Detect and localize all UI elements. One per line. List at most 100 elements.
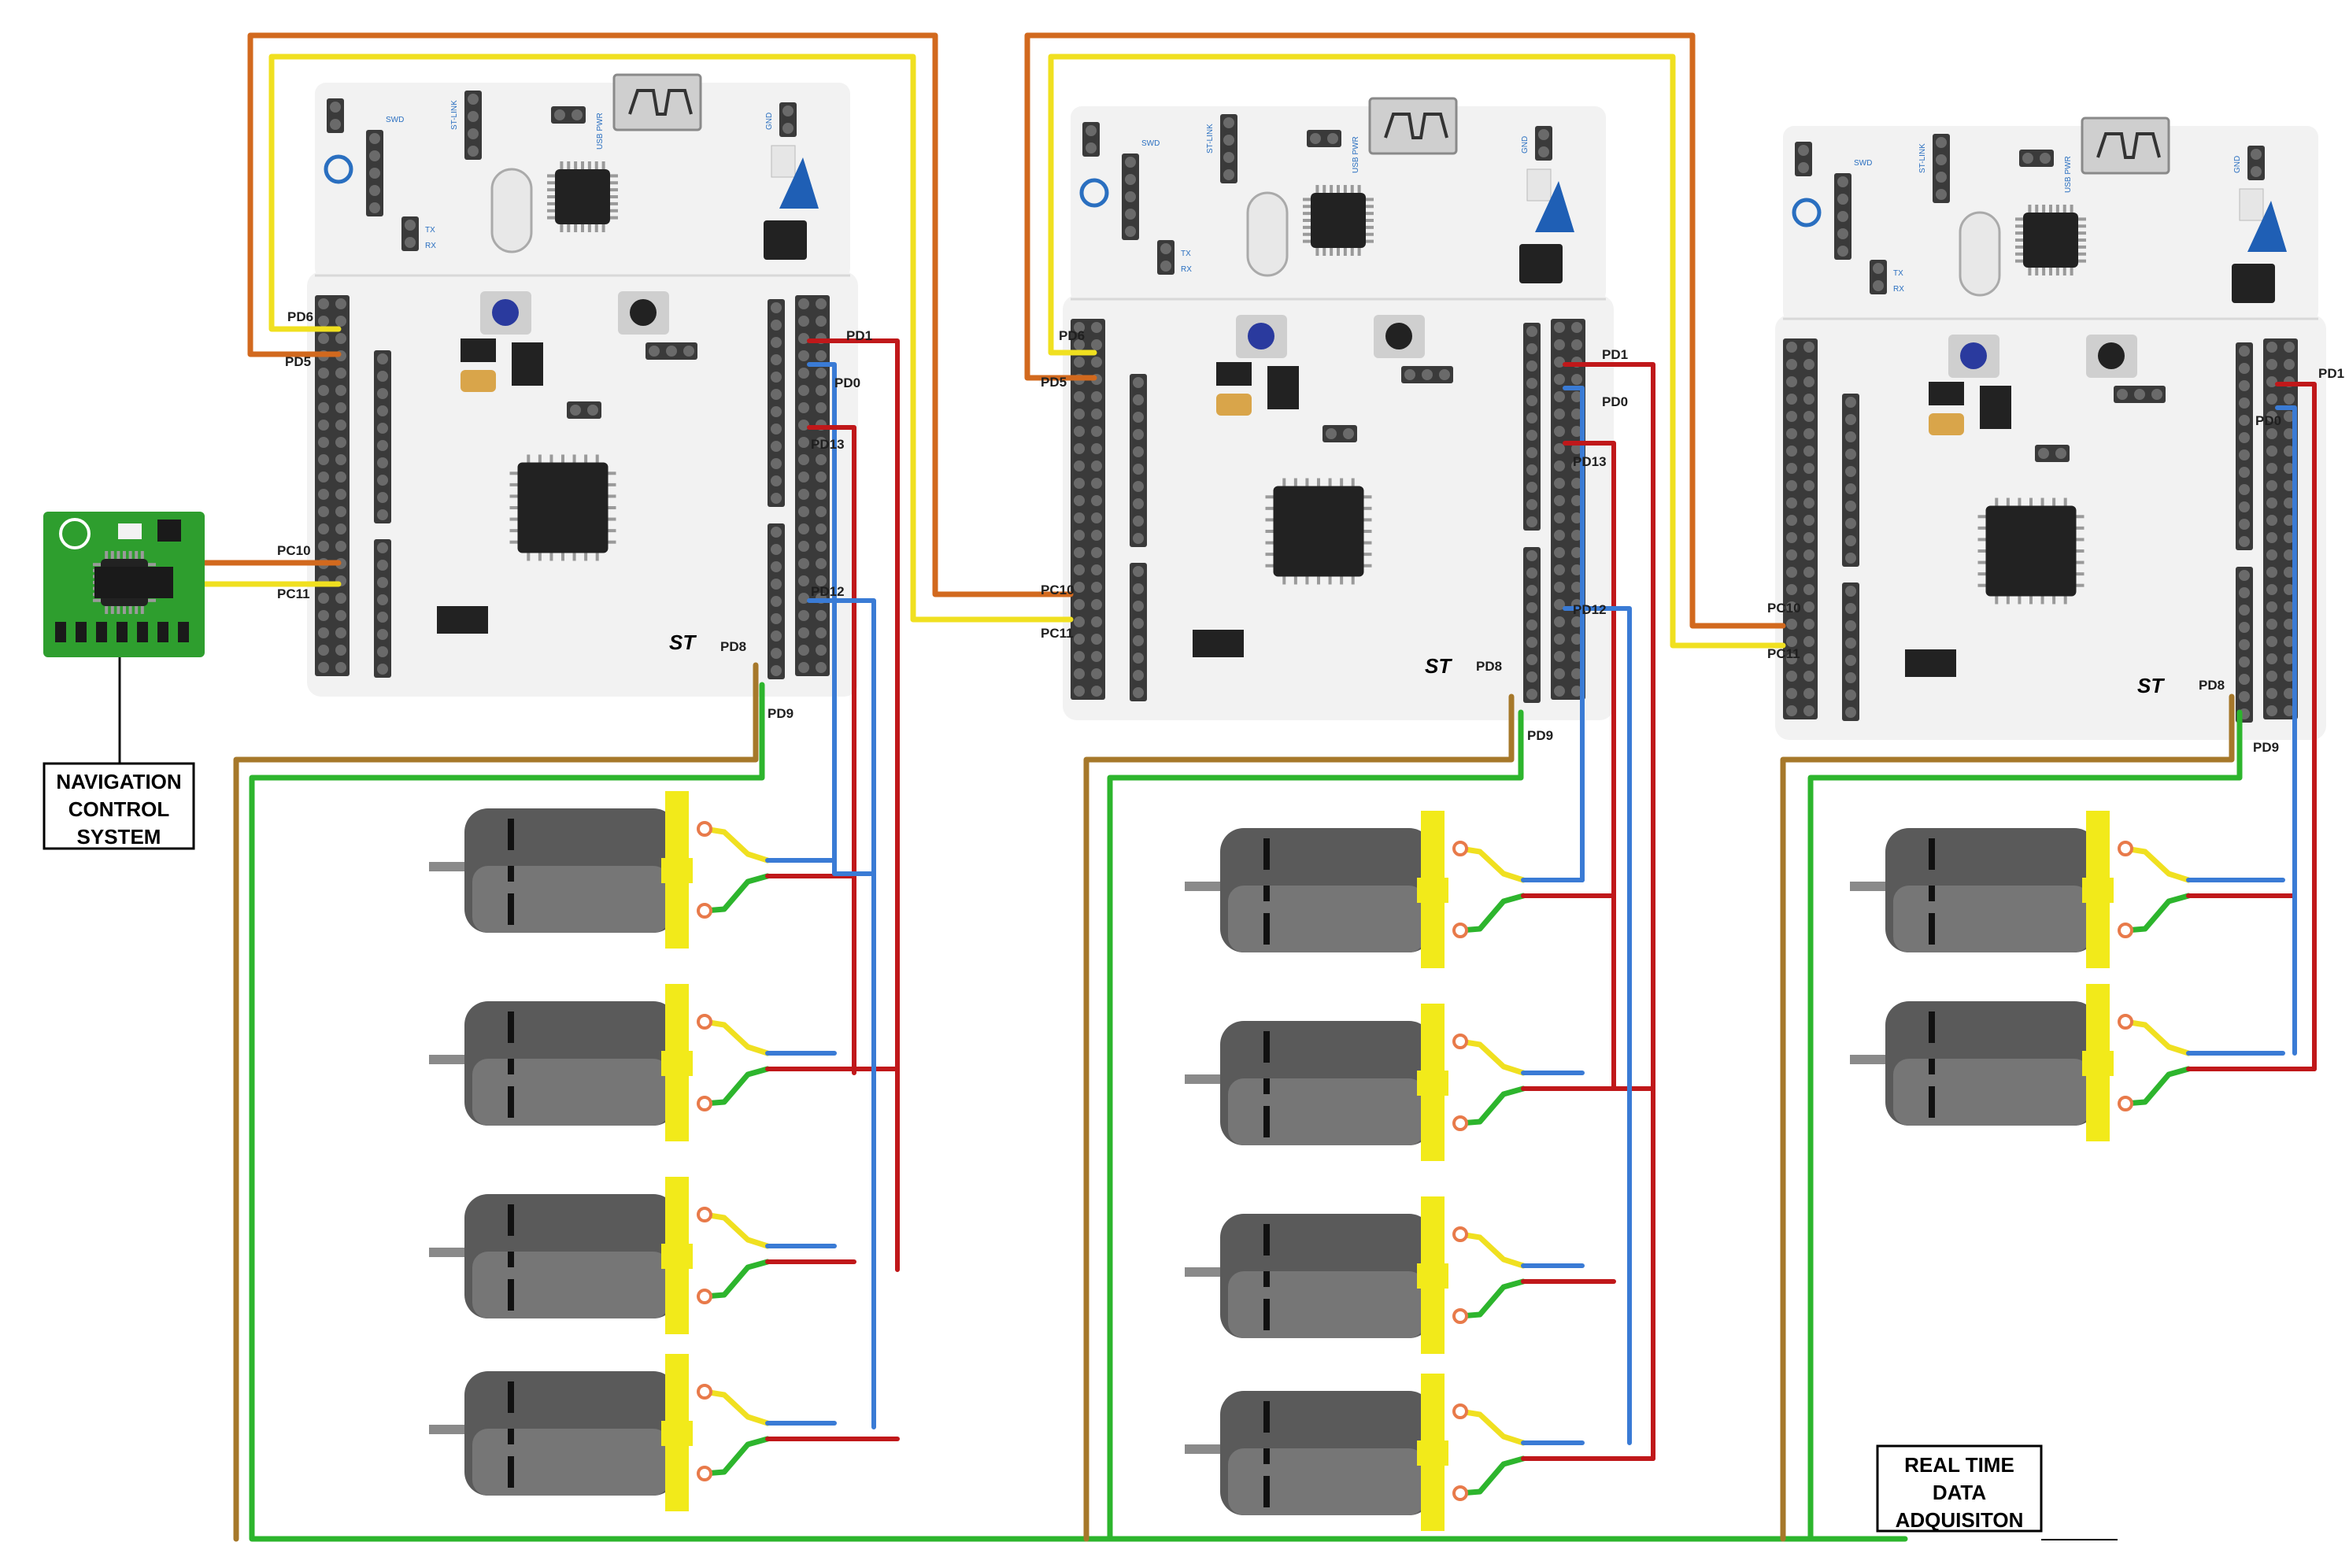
arduino-right-1-base: [768, 299, 785, 507]
gnd-header-right: [2247, 146, 2265, 180]
swd-header-pin: [369, 133, 380, 144]
right-header-pin: [798, 333, 809, 344]
main-mcu-leg: [2018, 497, 2022, 506]
motor-b3-2-terminal-bottom: [2118, 1096, 2133, 1111]
stlink-chip-leg: [1303, 212, 1311, 216]
nav-chip-leg: [135, 551, 139, 559]
motor-b1-1-mark3: [508, 893, 514, 925]
motor-green: [701, 1259, 771, 1300]
right-header-pin: [1554, 512, 1565, 523]
arduino-left-2-pin: [1133, 653, 1144, 664]
main-mcu-leg: [2052, 497, 2056, 506]
right-header-pin: [798, 402, 809, 413]
right-header-pin: [1571, 634, 1582, 645]
pin-label-pd12: PD12: [1573, 602, 1607, 617]
stlink-chip-leg: [1337, 248, 1340, 256]
stlink-chip-leg: [2028, 268, 2032, 276]
rx-silk: RX: [425, 242, 436, 250]
jumper-header: [2019, 150, 2054, 167]
stlink-chip-leg: [610, 181, 618, 185]
nav-chip-leg: [110, 606, 114, 614]
right-header-pin: [816, 385, 827, 396]
arduino-right-1-pin: [1526, 343, 1537, 354]
left-header-pin: [318, 523, 329, 534]
main-mcu-leg: [2029, 596, 2033, 605]
rx-silk: RX: [1893, 285, 1904, 294]
user-button: [1960, 342, 1987, 369]
jumper-header-pin: [1310, 133, 1321, 144]
arduino-left-1: [1842, 394, 1859, 567]
main-mcu-leg: [608, 483, 616, 486]
left-header-pin: [1074, 634, 1085, 645]
stlink-chip-leg: [2062, 205, 2066, 213]
stlink-chip-leg: [560, 161, 564, 169]
main-mcu-leg: [1977, 549, 1986, 553]
right-header-pin: [2284, 584, 2295, 595]
st-triangle-icon: [1535, 181, 1574, 232]
right-header-pin: [2266, 601, 2277, 612]
left-header-pin: [1803, 584, 1814, 595]
gnd-header-right: [779, 102, 797, 137]
user-button: [1248, 323, 1274, 349]
stlink-chip-leg: [547, 188, 555, 192]
motor-b2-3-terminal-bottom: [1452, 1308, 1468, 1324]
right-header-pin: [2284, 567, 2295, 578]
pin-label-pd9: PD9: [768, 706, 793, 721]
arduino-left-2-pin: [377, 664, 388, 675]
right-header-pin: [2284, 411, 2295, 422]
right-header-pin: [798, 593, 809, 604]
pin-label-pd8: PD8: [2199, 678, 2225, 693]
nav-module-pcb: [43, 512, 205, 657]
arduino-right-1-pin: [1526, 499, 1537, 510]
nav-chip-leg: [148, 598, 156, 602]
jumper-header: [551, 106, 586, 124]
arduino-right-1-pin: [2239, 501, 2250, 512]
right-header-pin: [2284, 532, 2295, 543]
left-header-pin: [1803, 428, 1814, 439]
main-mcu-leg: [538, 454, 542, 463]
right-header: [2263, 338, 2298, 719]
main-mcu-leg: [608, 540, 616, 544]
arduino-right-1-pin: [771, 475, 782, 486]
arduino-left-2-pin: [1845, 672, 1856, 683]
arduino-right-1-pin: [771, 389, 782, 400]
main-mcu-body: [1273, 486, 1364, 577]
jumper-header-pin: [554, 109, 565, 120]
stlink-chip-leg: [1303, 198, 1311, 202]
stlink-chip-leg: [2015, 245, 2023, 249]
main-mcu-leg: [1977, 572, 1986, 576]
right-header-pin: [816, 437, 827, 448]
arduino-left-1-pin: [377, 423, 388, 434]
right-header-pin: [1554, 634, 1565, 645]
motor-b3-1-terminal-bottom: [2118, 923, 2133, 938]
led-header-pin: [1422, 369, 1433, 380]
nav-chip-leg: [123, 551, 126, 559]
motor-b2-1-mark2: [1263, 886, 1270, 901]
stlink-chip-leg: [547, 209, 555, 213]
led-header-pin: [649, 346, 660, 357]
main-mcu-leg: [1328, 478, 1332, 486]
arduino-right-2: [2236, 567, 2253, 723]
arduino-left-2-pin: [1845, 603, 1856, 614]
tx-silk: TX: [425, 226, 435, 235]
main-mcu-leg: [1977, 515, 1986, 519]
arduino-right-2-pin: [1526, 689, 1537, 700]
arduino-right-1-pin: [771, 320, 782, 331]
wires-layer: [118, 32, 2317, 1542]
gnd-header-right-pin: [1538, 129, 1549, 140]
motor-b1-2-lower: [472, 1059, 669, 1126]
motor-yellow: [1457, 1038, 1526, 1076]
nav-chip-leg: [93, 598, 101, 602]
right-header-pin: [2284, 480, 2295, 491]
swd-silk: SWD: [1141, 139, 1160, 148]
swd-header: [366, 130, 383, 216]
main-mcu-leg: [2006, 596, 2010, 605]
motor-b1-3-cap-tab: [661, 1244, 693, 1269]
b1-blue-join: [832, 858, 876, 876]
stlink-chip-body: [1311, 193, 1366, 248]
led-header-pin: [2117, 389, 2128, 400]
left-header-pin: [1786, 636, 1797, 647]
pin-label-pc10: PC10: [1041, 582, 1075, 597]
pd13-red: [807, 425, 856, 1075]
pd8-brown-3: [1780, 693, 2235, 1542]
